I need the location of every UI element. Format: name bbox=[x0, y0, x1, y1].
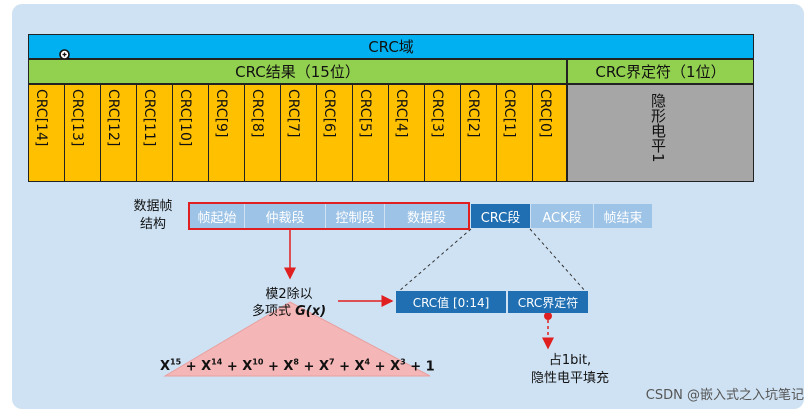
crc-bit-cell: CRC[5] bbox=[352, 84, 389, 182]
crc-delimiter-value: 隐形电平1 bbox=[649, 93, 667, 163]
crc-bit-cell: CRC[0] bbox=[532, 84, 567, 182]
generator-function: G(x) bbox=[295, 304, 327, 319]
poly-term: X14 bbox=[201, 358, 223, 375]
poly-term: X7 bbox=[318, 358, 335, 375]
modulo-line2: 多项式 G(x) bbox=[244, 303, 334, 320]
crc-bit-label: CRC[6] bbox=[321, 89, 337, 138]
frame-structure-label-line2: 结构 bbox=[139, 217, 166, 232]
delimiter-note: 占1bit, 隐性电平填充 bbox=[520, 352, 620, 388]
modulo-line1: 模2除以 bbox=[265, 287, 313, 302]
crc-domain-title: CRC域 bbox=[368, 38, 414, 56]
crc-bit-label: CRC[13] bbox=[69, 89, 85, 147]
crc-bit-label: CRC[8] bbox=[249, 89, 265, 138]
modulo-line2-prefix: 多项式 bbox=[251, 304, 296, 319]
crc-delimiter-label: CRC界定符（1位） bbox=[595, 63, 726, 81]
crc-value-box: CRC值 [0:14] bbox=[396, 291, 506, 313]
poly-term: X10 bbox=[242, 358, 264, 375]
crc-bit-label: CRC[10] bbox=[177, 89, 193, 147]
crc-bit-cell: CRC[12] bbox=[100, 84, 137, 182]
segment-frame-end: 帧结束 bbox=[594, 204, 652, 228]
poly-term: X3 bbox=[390, 358, 406, 375]
crc-bit-cell: CRC[3] bbox=[424, 84, 461, 182]
crc-delimiter-box: CRC界定符 bbox=[508, 291, 588, 313]
frame-structure-label-line1: 数据帧 bbox=[133, 199, 173, 214]
crc-bit-label: CRC[14] bbox=[33, 89, 49, 147]
crc-bit-label: CRC[0] bbox=[537, 89, 553, 138]
crc-bit-label: CRC[7] bbox=[285, 89, 301, 138]
crc-bit-cell: CRC[2] bbox=[460, 84, 497, 182]
modulo-label: 模2除以 多项式 G(x) bbox=[244, 286, 334, 320]
crc-delimiter-cell: 隐形电平1 bbox=[567, 84, 754, 182]
segment-frame-start: 帧起始 bbox=[190, 204, 244, 228]
delimiter-dot bbox=[544, 312, 552, 320]
crc-bit-label: CRC[4] bbox=[393, 89, 409, 138]
polynomial-triangle bbox=[163, 301, 431, 377]
segment-data: 数据段 bbox=[385, 204, 468, 228]
frame-structure-label: 数据帧 结构 bbox=[128, 198, 178, 234]
crc-delimiter-bar: CRC界定符（1位） bbox=[567, 59, 754, 84]
crc-bit-cell: CRC[10] bbox=[172, 84, 209, 182]
crc-result-label: CRC结果（15位） bbox=[235, 63, 360, 81]
segment-crc: CRC段 bbox=[471, 204, 530, 228]
generator-polynomial: X15 + X14 + X10 + X8 + X7 + X4 + X3 + 1 bbox=[160, 358, 435, 375]
poly-term: X4 bbox=[354, 358, 371, 375]
crc-result-bar: CRC结果（15位） bbox=[28, 59, 567, 84]
highlight-box bbox=[188, 202, 470, 230]
poly-term: X15 bbox=[160, 358, 182, 375]
crc-bit-cell: CRC[11] bbox=[136, 84, 173, 182]
crc-bit-cell: CRC[6] bbox=[316, 84, 353, 182]
crc-bit-label: CRC[12] bbox=[105, 89, 121, 147]
delimiter-note-line2: 隐性电平填充 bbox=[530, 371, 609, 386]
dashed-link-right bbox=[529, 228, 587, 293]
watermark: CSDN @嵌入式之入坑笔记 bbox=[645, 388, 804, 403]
crc-domain-bar: CRC域 bbox=[28, 34, 754, 59]
crc-bit-cell: CRC[8] bbox=[244, 84, 281, 182]
segment-arbitration: 仲裁段 bbox=[245, 204, 325, 228]
crc-bit-label: CRC[2] bbox=[465, 89, 481, 138]
crc-bit-label: CRC[1] bbox=[501, 89, 517, 138]
crc-bit-label: CRC[11] bbox=[141, 89, 157, 147]
crc-bit-label: CRC[9] bbox=[213, 89, 229, 138]
dashed-link-left bbox=[397, 228, 472, 293]
delimiter-note-line1: 占1bit, bbox=[548, 353, 592, 368]
crc-bit-label: CRC[3] bbox=[429, 89, 445, 138]
poly-term: X8 bbox=[283, 358, 299, 375]
segment-control: 控制段 bbox=[326, 204, 384, 228]
segment-ack: ACK段 bbox=[531, 204, 593, 228]
crc-bit-label: CRC[5] bbox=[357, 89, 373, 138]
poly-constant: 1 bbox=[425, 359, 435, 375]
